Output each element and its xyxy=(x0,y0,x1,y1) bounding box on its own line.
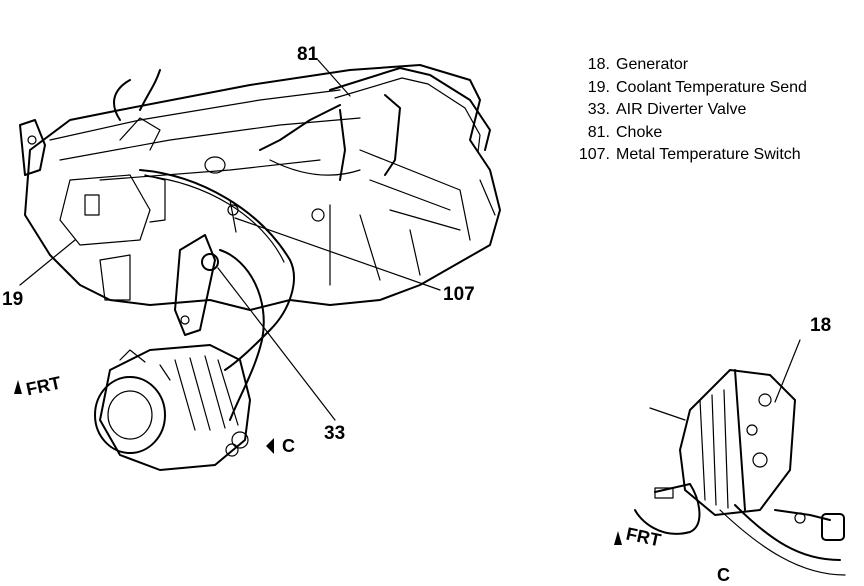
legend-label: AIR Diverter Valve xyxy=(616,101,747,118)
frt-arrow-detail-icon xyxy=(614,531,622,545)
legend-label: Generator xyxy=(616,56,689,73)
frt-arrow-main-icon xyxy=(14,380,22,394)
view-c-arrow-icon xyxy=(266,438,274,454)
legend-item: 19. Coolant Temperature Send xyxy=(562,77,807,100)
legend-label: Coolant Temperature Send xyxy=(616,78,807,96)
component-legend: 18. Generator 19. Coolant Temperature Se… xyxy=(562,54,807,167)
legend-number: 81. xyxy=(587,123,610,141)
legend-label: Metal Temperature Switch xyxy=(616,146,801,163)
view-c-label-detail: C xyxy=(717,565,730,585)
generator-main xyxy=(94,344,251,471)
direction-arrows xyxy=(14,380,622,545)
leader-lines xyxy=(19,59,801,421)
legend-number: 107. xyxy=(578,146,610,163)
callout-18: 18 xyxy=(810,315,832,336)
legend-number: 19. xyxy=(587,78,610,96)
callout-81: 81 xyxy=(297,44,319,65)
legend-item: 81. Choke xyxy=(562,122,807,145)
view-c-label-main: C xyxy=(282,436,295,456)
callout-19: 19 xyxy=(2,289,24,310)
legend-number: 33. xyxy=(587,101,610,118)
legend-item: 107. Metal Temperature Switch xyxy=(562,144,807,167)
legend-item: 33. AIR Diverter Valve xyxy=(562,99,807,122)
legend-item: 18. Generator xyxy=(562,54,807,77)
callout-107: 107 xyxy=(443,284,475,305)
engine-block xyxy=(19,64,501,421)
generator-detail-view xyxy=(634,369,846,576)
callout-33: 33 xyxy=(324,423,346,444)
legend-label: Choke xyxy=(616,123,663,141)
legend-number: 18. xyxy=(587,56,610,73)
